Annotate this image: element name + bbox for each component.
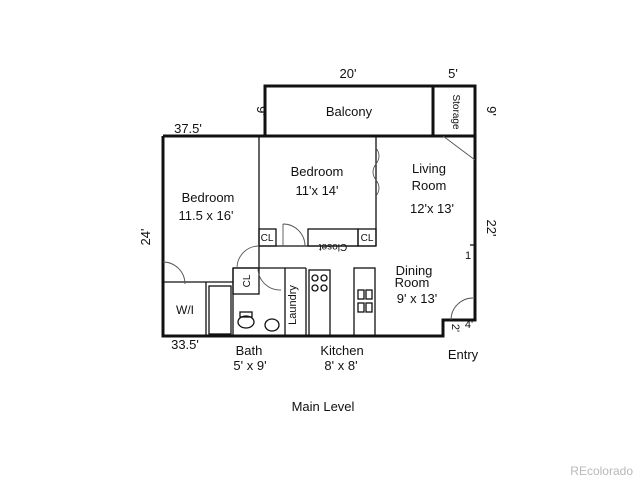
dim-right-height: 22'	[484, 220, 499, 237]
bath-size: 5' x 9'	[233, 358, 266, 373]
bedroom1-label: Bedroom	[182, 190, 235, 205]
dining-label-1: Dining	[396, 263, 433, 278]
balcony-label: Balcony	[326, 104, 373, 119]
kitchen-size: 8' x 8'	[324, 358, 357, 373]
dim-balcony-depth: 9'	[254, 106, 269, 116]
dining-label-2: Room	[395, 275, 430, 290]
plan-title: Main Level	[292, 399, 355, 414]
dim-entry-depth: 2'	[449, 324, 461, 332]
watermark: REcolorado	[570, 464, 633, 478]
storage-label: Storage	[450, 94, 461, 129]
living-label-2: Room	[412, 178, 447, 193]
living-size: 12'x 13'	[410, 201, 454, 216]
kitchen-label: Kitchen	[320, 343, 363, 358]
entry-label: Entry	[448, 347, 479, 362]
closet-label: Closet	[319, 241, 348, 252]
interior-walls	[163, 136, 475, 337]
cl-label-2: CL	[361, 233, 374, 244]
living-label-1: Living	[412, 161, 446, 176]
dim-top-left-width: 37.5'	[174, 121, 202, 136]
dim-balcony-width: 20'	[340, 66, 357, 81]
dim-left-height: 24'	[138, 229, 153, 246]
dining-size: 9' x 13'	[397, 291, 437, 306]
dim-storage-depth: 9'	[484, 106, 499, 116]
dim-bottom-width: 33.5'	[171, 337, 199, 352]
laundry-label: Laundry	[287, 285, 299, 325]
bedroom2-label: Bedroom	[291, 164, 344, 179]
door-swings	[162, 135, 476, 321]
outer-walls	[161, 84, 477, 338]
walkin-label: W/I	[176, 303, 194, 317]
bedroom1-size: 11.5 x 16'	[178, 208, 233, 223]
dim-storage-width: 5'	[448, 66, 458, 81]
bedroom2-size: 11'x 14'	[295, 183, 338, 198]
bath-label: Bath	[236, 343, 263, 358]
cl-label-3: CL	[242, 274, 253, 287]
cl-label-1: CL	[261, 233, 274, 244]
dim-jog: 1	[465, 250, 471, 262]
dim-entry-width: 4'	[465, 319, 473, 331]
